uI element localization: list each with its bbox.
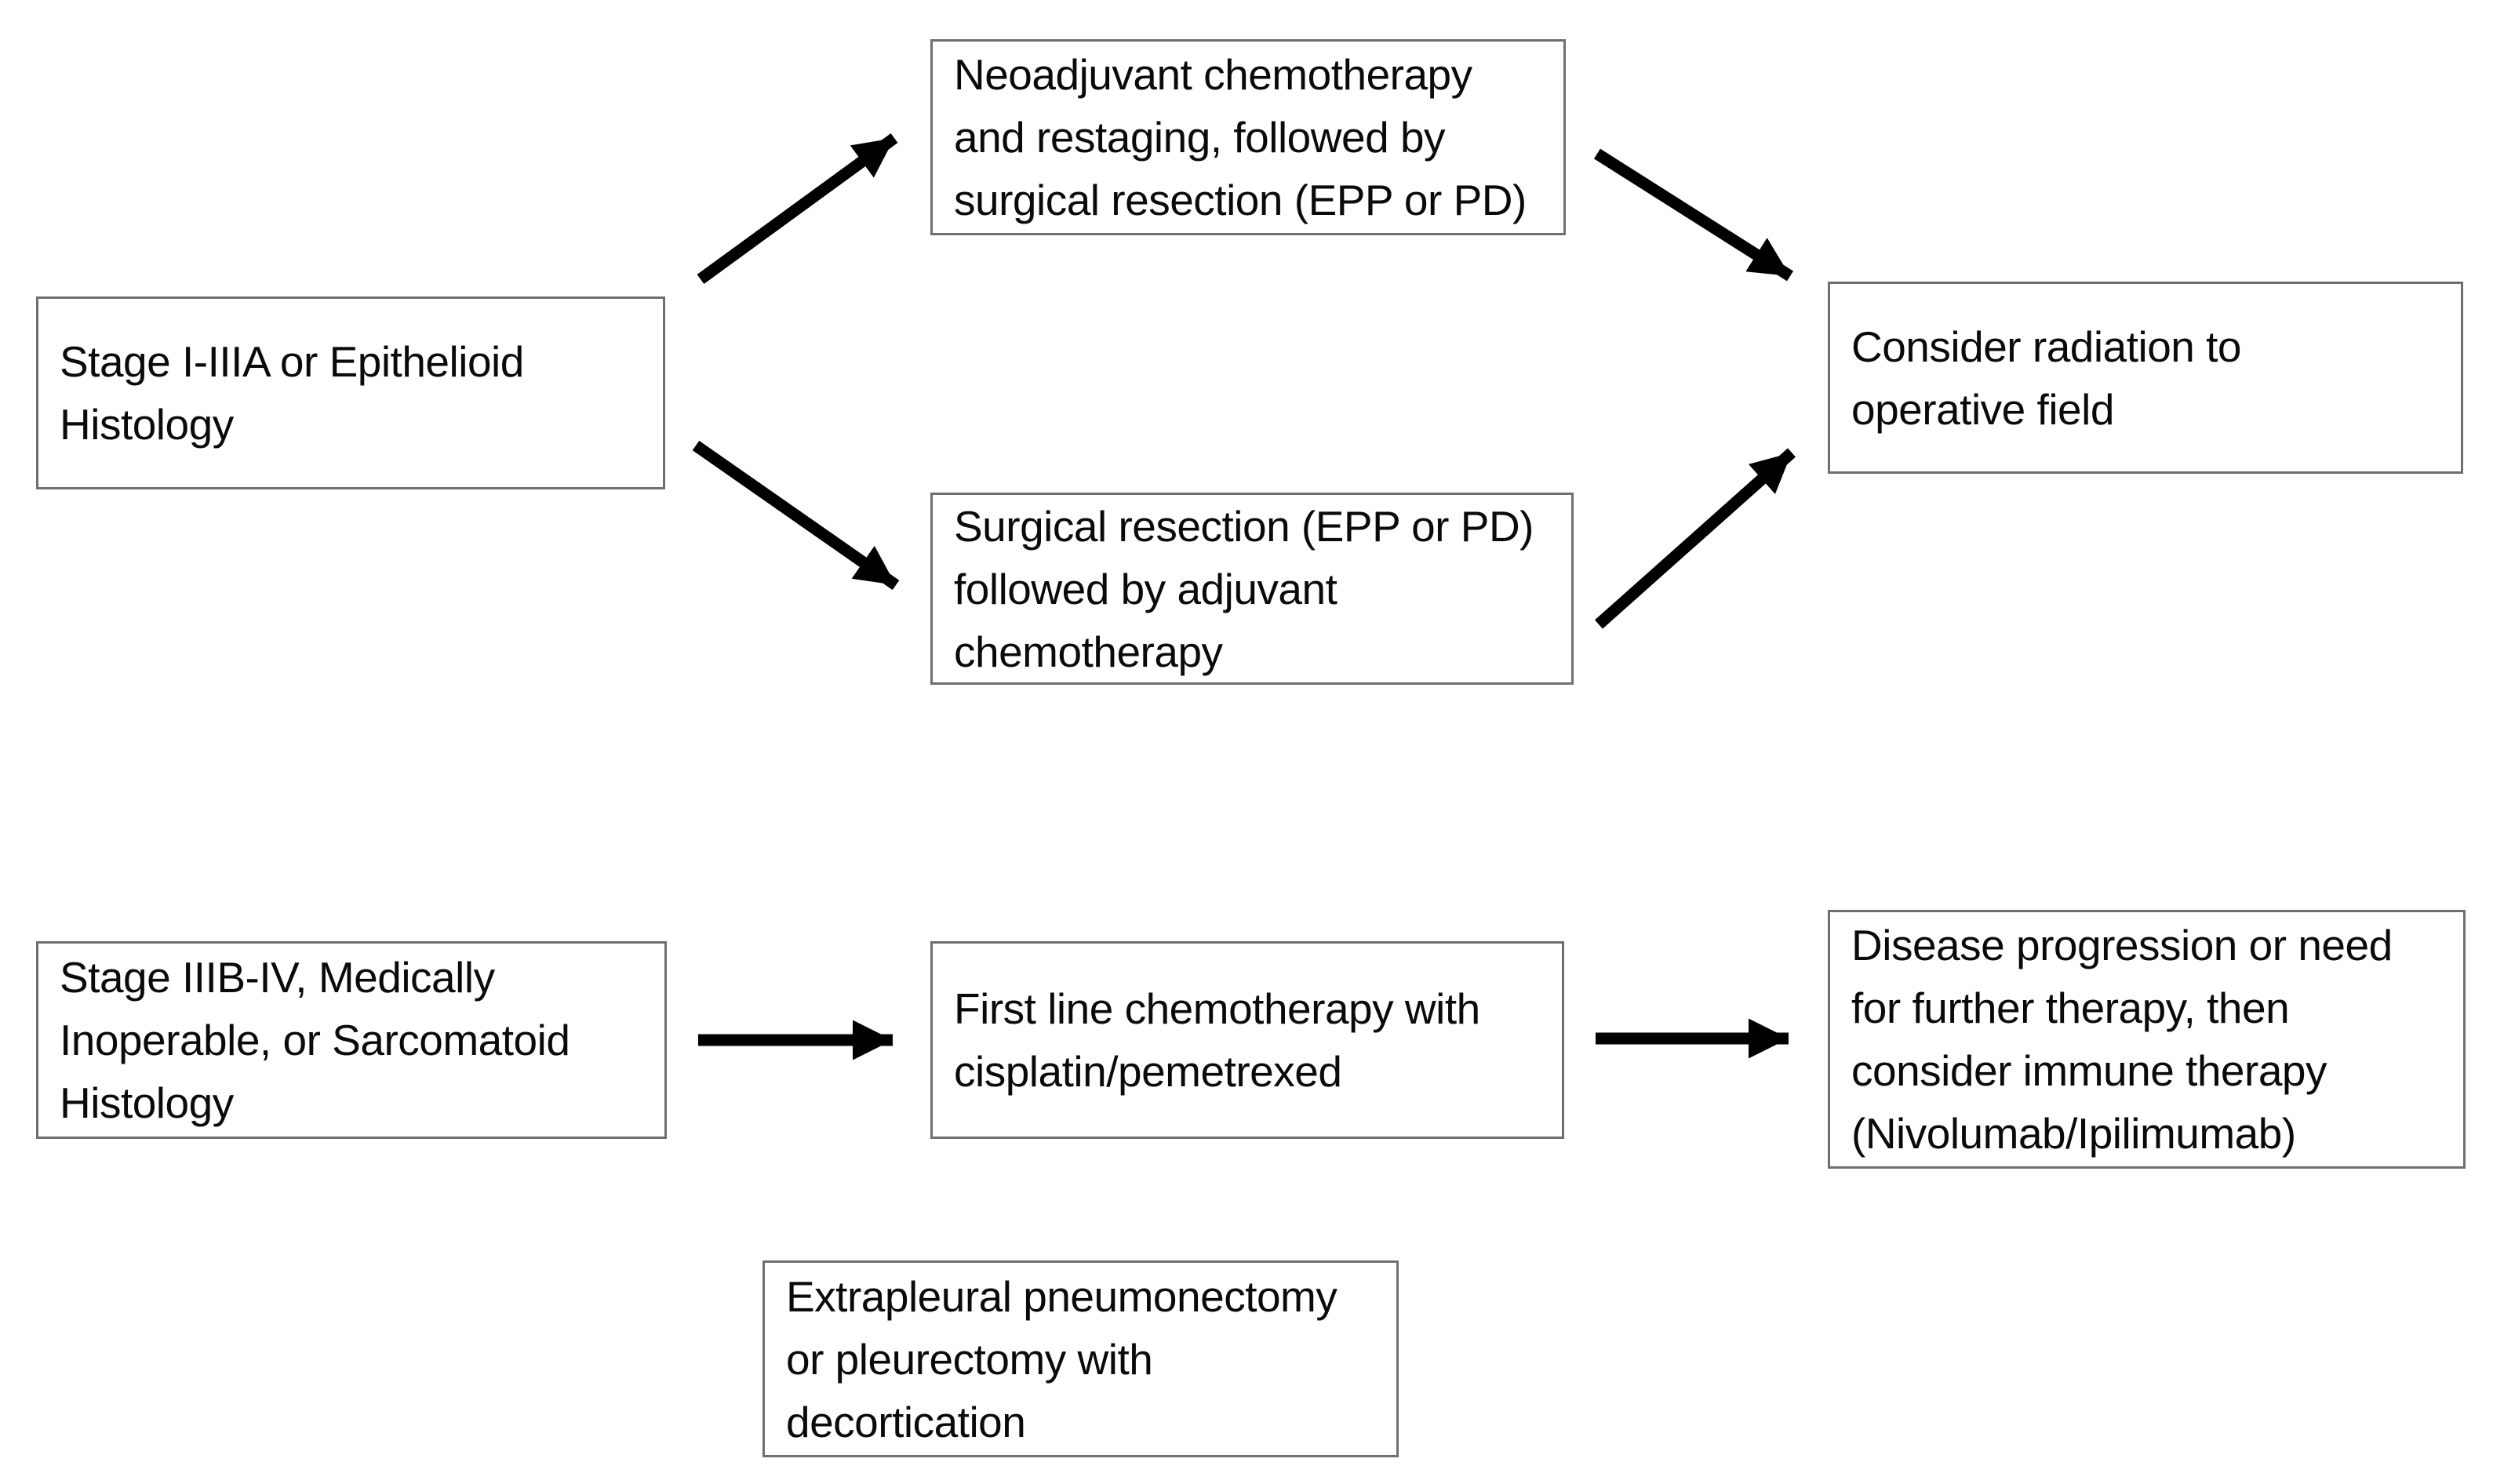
node-label: Consider radiation to operative field [1851,322,2242,434]
arrow-surg-to-rad [1595,448,1796,629]
node-label: Neoadjuvant chemotherapy and restaging, … [954,50,1527,224]
node-first-line-chemotherapy: First line chemotherapy with cisplatin/p… [930,941,1564,1139]
node-stage-3b-4-inoperable-sarcomatoid: Stage IIIB-IV, Medically Inoperable, or … [36,941,667,1139]
arrow-neo-to-rad [1593,148,1794,282]
node-label: Extrapleural pneumonectomy or pleurectom… [786,1271,1337,1446]
node-label: Stage I-IIIA or Epithelioid Histology [60,337,524,449]
node-label: First line chemotherapy with cisplatin/p… [954,984,1480,1096]
node-disease-progression-immune-therapy: Disease progression or need for further … [1828,910,2466,1169]
node-stage-1-3a-epithelioid: Stage I-IIIA or Epithelioid Histology [36,296,665,489]
arrow-stage1-to-neo [697,133,898,285]
arrow-stage1-to-surg [692,440,900,591]
node-label: Stage IIIB-IV, Medically Inoperable, or … [60,953,570,1127]
node-label: Surgical resection (EPP or PD) followed … [954,501,1534,676]
node-surgical-resection-adjuvant-chemo: Surgical resection (EPP or PD) followed … [930,493,1574,685]
node-consider-radiation: Consider radiation to operative field [1828,282,2463,474]
node-neoadjuvant-chemo-resection: Neoadjuvant chemotherapy and restaging, … [930,39,1566,235]
node-label: Disease progression or need for further … [1851,921,2393,1158]
node-extrapleural-pneumonectomy-note: Extrapleural pneumonectomy or pleurectom… [762,1260,1399,1457]
